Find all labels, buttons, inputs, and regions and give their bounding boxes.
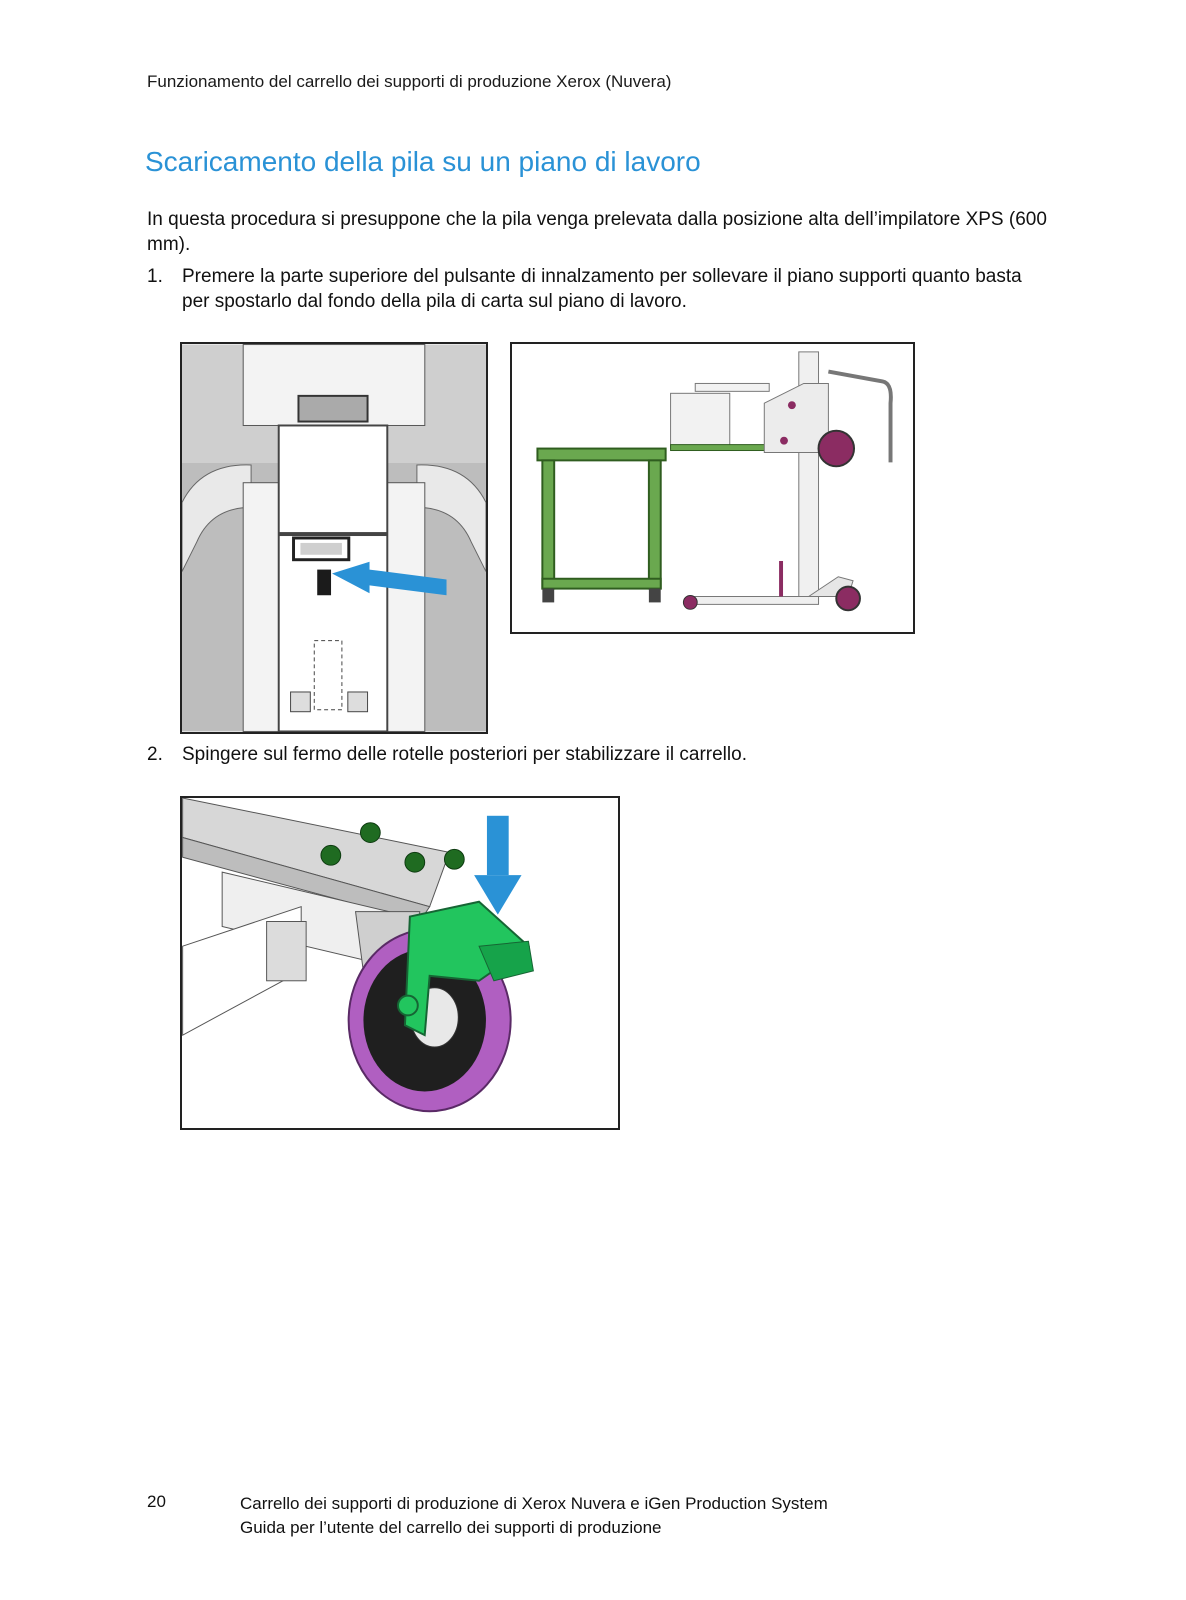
figure-side-view — [510, 342, 915, 634]
step-1-text: Premere la parte superiore del pulsante … — [182, 266, 1022, 312]
step-2-number: 2. — [147, 744, 163, 765]
footer-line-1: Carrello dei supporti di produzione di X… — [240, 1494, 828, 1513]
section-title: Scaricamento della pila su un piano di l… — [145, 146, 701, 177]
figure-lift-button — [180, 342, 488, 734]
side-view-illustration — [512, 344, 913, 632]
lift-button-illustration — [182, 344, 486, 732]
intro-paragraph: In questa procedura si presuppone che la… — [147, 209, 1047, 255]
footer-line-2: Guida per l’utente del carrello dei supp… — [240, 1518, 662, 1537]
step-2: 2. Spingere sul fermo delle rotelle post… — [147, 742, 1047, 767]
running-header: Funzionamento del carrello dei supporti … — [147, 72, 672, 91]
caster-brake-illustration — [182, 798, 618, 1128]
step-2-text: Spingere sul fermo delle rotelle posteri… — [182, 744, 747, 765]
footer-text: Carrello dei supporti di produzione di X… — [240, 1492, 828, 1540]
step-1: 1. Premere la parte superiore del pulsan… — [147, 264, 1047, 314]
figure-caster-brake — [180, 796, 620, 1130]
step-1-number: 1. — [147, 266, 163, 287]
page-number: 20 — [147, 1492, 166, 1511]
